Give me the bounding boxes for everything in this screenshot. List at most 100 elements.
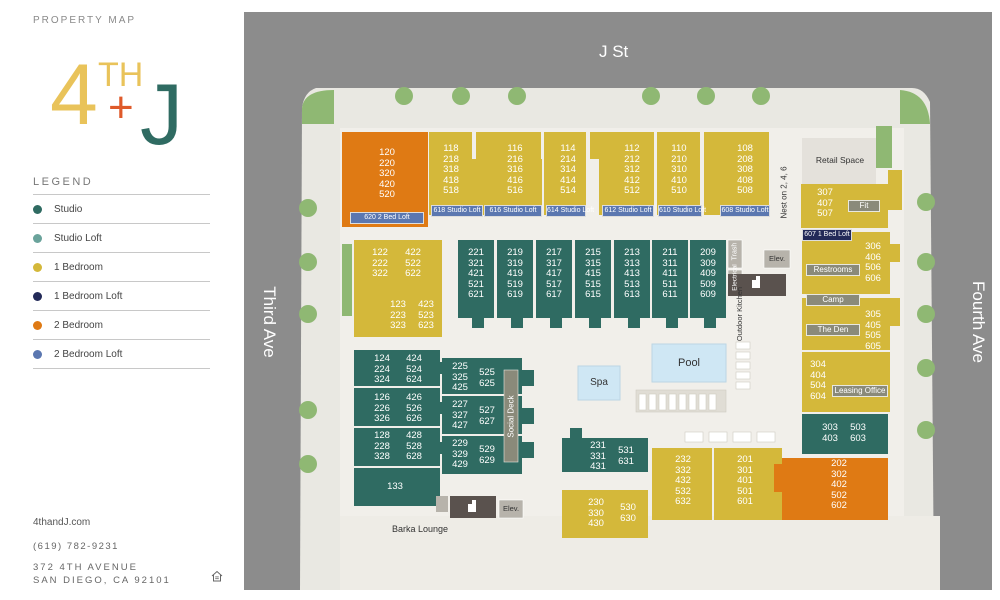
unit-label: 509 bbox=[700, 278, 716, 290]
unit-614-tag[interactable]: 614 Studio Loft bbox=[546, 205, 594, 217]
planter-west bbox=[342, 244, 352, 316]
unit-label: 425 bbox=[452, 382, 468, 393]
unit-label: 503 bbox=[850, 422, 866, 433]
unit-label: 505 bbox=[865, 330, 881, 341]
unit-label: 211 bbox=[662, 247, 678, 258]
nest-label[interactable]: Nest on 2, 4, 6 bbox=[779, 166, 789, 219]
elevator-label[interactable]: Elev. bbox=[768, 254, 786, 263]
unit-610-tag[interactable]: 610 Studio Loft bbox=[658, 205, 706, 217]
unit-label: 508 bbox=[737, 185, 753, 196]
unit-612-tag[interactable]: 612 Studio Loft bbox=[602, 205, 654, 217]
unit-label: 222 bbox=[372, 257, 388, 269]
unit-label: 116 bbox=[507, 143, 523, 154]
leasing-office-label[interactable]: Leasing Office bbox=[832, 385, 888, 397]
stairs-icon bbox=[468, 276, 760, 512]
phone-number[interactable]: (619) 782-9231 bbox=[33, 541, 119, 552]
retail-space-label[interactable]: Retail Space bbox=[815, 155, 865, 165]
unit-label: 524 bbox=[406, 363, 422, 375]
social-deck-label[interactable]: Social Deck bbox=[506, 395, 516, 438]
unit-label: 202 bbox=[831, 458, 847, 469]
unit-label: 314 bbox=[560, 164, 576, 175]
unit-label: 526 bbox=[406, 402, 422, 414]
unit-620-tag[interactable]: 620 2 Bed Loft bbox=[350, 212, 424, 224]
unit-618-tag[interactable]: 618 Studio Loft bbox=[431, 205, 483, 217]
unit-616-tag[interactable]: 616 Studio Loft bbox=[484, 205, 542, 217]
pool-label[interactable]: Pool bbox=[677, 357, 701, 369]
two-bedroom-buildings bbox=[342, 132, 888, 520]
website-link[interactable]: 4thandJ.com bbox=[33, 517, 91, 528]
unit-label: 522 bbox=[405, 257, 421, 269]
spa-label[interactable]: Spa bbox=[590, 377, 608, 388]
restrooms-label[interactable]: Restrooms bbox=[806, 264, 860, 276]
fit-label[interactable]: Fit bbox=[848, 200, 880, 212]
unit-label: 601 bbox=[737, 496, 753, 507]
unit-label: 410 bbox=[671, 174, 687, 186]
the-den-label[interactable]: The Den bbox=[806, 324, 860, 336]
unit-label: 621 bbox=[468, 289, 484, 300]
legend-label: 2 Bedroom bbox=[54, 319, 103, 331]
unit-label: 404 bbox=[810, 369, 826, 381]
unit-label: 504 bbox=[810, 380, 826, 391]
planter-strip bbox=[876, 126, 892, 168]
unit-label: 420 bbox=[379, 178, 395, 190]
unit-label: 415 bbox=[585, 268, 601, 279]
unit-label: 118 bbox=[443, 143, 459, 154]
elevator-label-2[interactable]: Elev. bbox=[502, 504, 520, 513]
outdoor-kitchen-label[interactable]: Outdoor Kitchen bbox=[735, 286, 744, 342]
unit-label: 432 bbox=[675, 475, 691, 486]
studio-swatch bbox=[33, 204, 42, 214]
unit-label: 501 bbox=[737, 485, 753, 497]
unit-133[interactable]: 133 bbox=[380, 481, 410, 493]
unit-607-tag[interactable]: 607 1 Bed Loft bbox=[802, 229, 852, 241]
barka-lounge-label[interactable]: Barka Lounge bbox=[391, 524, 449, 534]
camp-label[interactable]: Camp bbox=[806, 294, 860, 306]
unit-608-tag[interactable]: 608 Studio Loft bbox=[720, 205, 770, 217]
legend-label: Studio bbox=[54, 203, 83, 215]
legend-label: 1 Bedroom Loft bbox=[54, 290, 123, 302]
unit-label: 518 bbox=[443, 185, 459, 196]
